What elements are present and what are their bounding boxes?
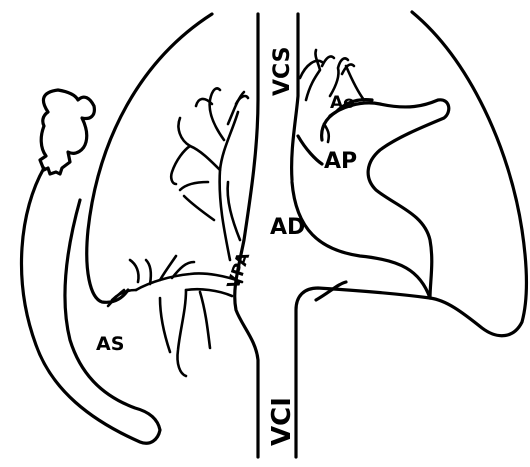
lower-left-vessels [108,256,242,376]
label-as: AS [96,333,124,355]
upper-left-vessels [171,88,248,260]
label-vcs: VCS [270,47,295,96]
label-ao: Ao [330,93,355,113]
heart-right-contour [296,12,527,457]
label-ad: AD [270,215,305,240]
heart-left-contour [87,14,212,302]
label-vci: VCI [267,397,297,446]
aorta-pulmonary-outline [292,100,449,298]
label-ap: AP [324,149,357,174]
left-appendage-outline [22,90,160,443]
